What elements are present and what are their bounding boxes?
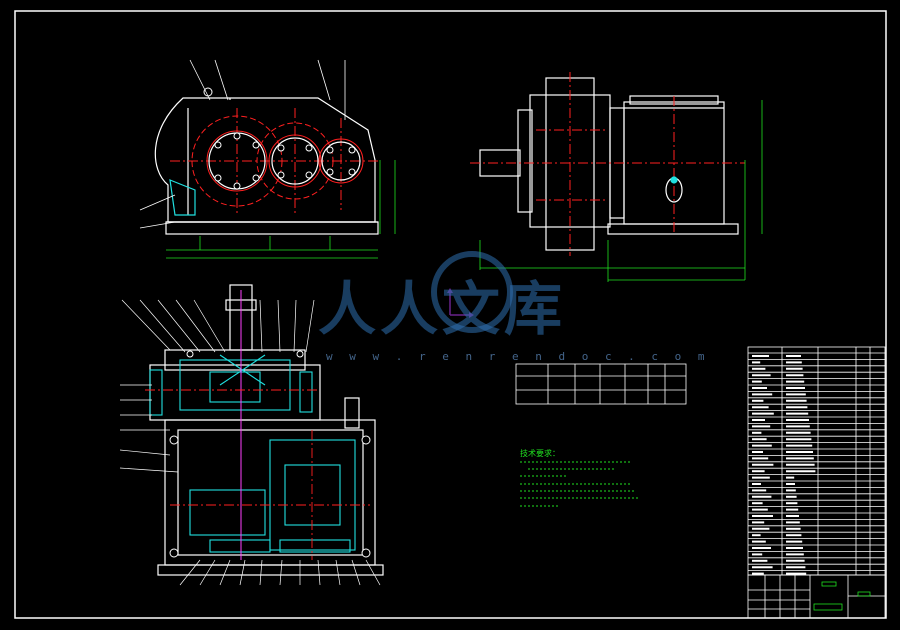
- renrendoc-logo-icon: [431, 251, 513, 333]
- tech-requirements-block: 技术要求：: [520, 448, 640, 507]
- side-view: [470, 72, 763, 282]
- tech-requirements-heading: 技术要求：: [520, 448, 560, 458]
- parameter-table: [515, 363, 687, 405]
- parts-list: [747, 346, 886, 576]
- watermark-brand: 人人文库: [318, 275, 567, 343]
- plan-section-view: [119, 284, 384, 586]
- sheet-border: [14, 10, 887, 619]
- front-view: [139, 59, 396, 259]
- title-block: [747, 574, 886, 619]
- watermark-url: w w w . r e n r e n d o c . c o m: [326, 350, 710, 363]
